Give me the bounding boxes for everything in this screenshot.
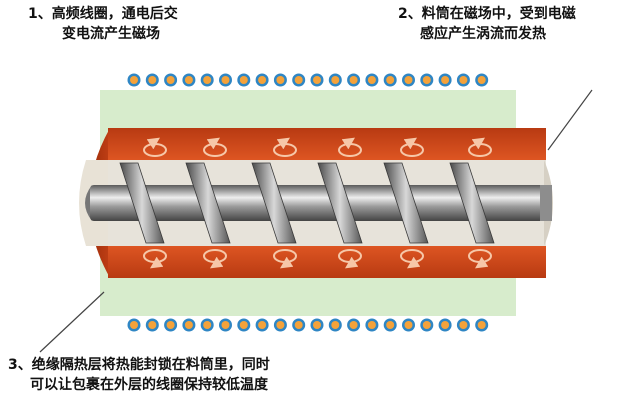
coil-turn-core xyxy=(294,76,303,84)
coil-turn-core xyxy=(130,76,138,84)
eddy-current-swirl xyxy=(203,249,227,269)
label-barrel-line1: 2、料筒在磁场中，受到电磁 xyxy=(398,6,576,22)
coil-row-top xyxy=(127,73,489,87)
coil-turn-core xyxy=(239,76,248,84)
screw-flight xyxy=(383,162,429,244)
coil-turn-core xyxy=(130,321,138,329)
coil-turn-core xyxy=(294,321,303,329)
coil-turn-core xyxy=(367,76,376,84)
coil-turn-core xyxy=(148,321,157,329)
coil-turn-core xyxy=(221,76,230,84)
label-insulation-line1: 3、绝缘隔热层将热能封锁在料筒里，同时 xyxy=(8,357,270,373)
coil-turn-core xyxy=(276,321,285,329)
coil-turn-core xyxy=(166,76,175,84)
screw-flight xyxy=(185,162,231,244)
coil-turn-core xyxy=(477,76,486,84)
coil-turn-core xyxy=(404,321,413,329)
coil-turn-core xyxy=(258,321,267,329)
coil-turn-core xyxy=(349,76,358,84)
coil-turn-core xyxy=(459,321,468,329)
coil-turn-core xyxy=(441,321,450,329)
coil-turn-core xyxy=(404,76,413,84)
coil-turn-core xyxy=(367,321,376,329)
coil-turn-core xyxy=(331,321,340,329)
eddy-current-swirl xyxy=(143,137,167,157)
screw-flight xyxy=(251,162,297,244)
eddy-current-swirl xyxy=(273,249,297,269)
coil-turn-core xyxy=(422,321,431,329)
label-insulation-line2: 可以让包裹在外层的线圈保持较低温度 xyxy=(30,377,268,393)
coil-turn-core xyxy=(386,321,395,329)
coil-turn-core xyxy=(148,76,157,84)
coil-turn-core xyxy=(441,76,450,84)
label-barrel-line2: 感应产生涡流而发热 xyxy=(420,26,546,42)
coil-turn-core xyxy=(203,76,212,84)
label-insulation: 3、绝缘隔热层将热能封锁在料筒里，同时 可以让包裹在外层的线圈保持较低温度 xyxy=(8,355,270,395)
eddy-current-swirl xyxy=(468,137,492,157)
coil-turn-core xyxy=(203,321,212,329)
coil-turn-core xyxy=(422,76,431,84)
coil-turn-core xyxy=(477,321,486,329)
coil-row-bottom xyxy=(127,318,489,332)
coil-turn-core xyxy=(184,321,193,329)
coil-turn-core xyxy=(276,76,285,84)
eddy-current-swirl xyxy=(400,137,424,157)
eddy-currents xyxy=(143,137,492,269)
eddy-current-swirl xyxy=(338,249,362,269)
coil-turn-core xyxy=(313,321,321,329)
screw-flights xyxy=(119,162,495,244)
screw-flight xyxy=(317,162,363,244)
label-coil-line2: 变电流产生磁场 xyxy=(62,26,160,42)
coil-turn-core xyxy=(221,321,230,329)
coil-turn-core xyxy=(459,76,468,84)
label-coil-line1: 1、高频线圈，通电后交 xyxy=(28,6,178,22)
coil-turn-core xyxy=(349,321,358,329)
coil-turn-core xyxy=(184,76,193,84)
eddy-current-swirl xyxy=(143,249,167,269)
coil-turn-core xyxy=(331,76,340,84)
screw-flight xyxy=(449,162,495,244)
screw-shaft-end xyxy=(540,185,552,221)
coil-turn-core xyxy=(258,76,267,84)
eddy-current-swirl xyxy=(400,249,424,269)
coil-turn-core xyxy=(313,76,321,84)
coil-turn-core xyxy=(239,321,248,329)
leader-line-insulation xyxy=(39,291,105,353)
coil-turn-core xyxy=(166,321,175,329)
eddy-current-swirl xyxy=(203,137,227,157)
label-barrel: 2、料筒在磁场中，受到电磁 感应产生涡流而发热 xyxy=(398,4,576,44)
eddy-current-swirl xyxy=(273,137,297,157)
eddy-current-swirl xyxy=(338,137,362,157)
leader-line-barrel xyxy=(547,89,593,151)
coil-turn-core xyxy=(386,76,395,84)
eddy-current-swirl xyxy=(468,249,492,269)
label-coil: 1、高频线圈，通电后交 变电流产生磁场 xyxy=(28,4,178,44)
screw xyxy=(85,162,552,244)
screw-flight xyxy=(119,162,165,244)
